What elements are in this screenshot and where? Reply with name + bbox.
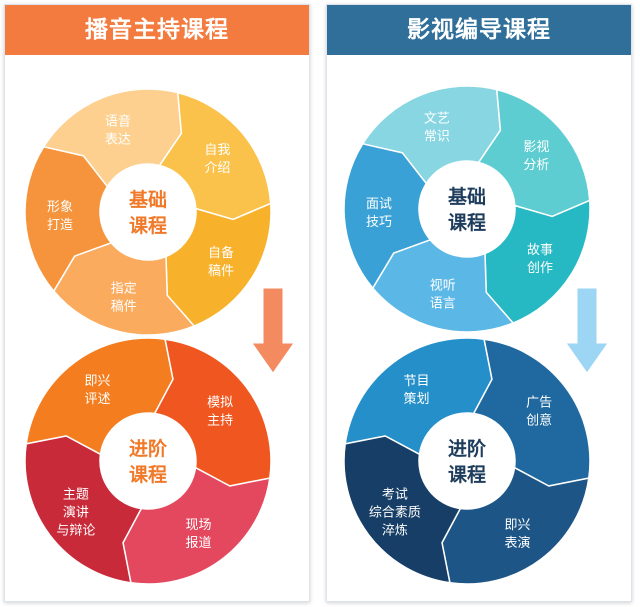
segment-label: 语音表达 <box>105 113 131 147</box>
cycle-center-label: 基础课程 <box>128 188 167 237</box>
cycle-segment <box>24 146 112 292</box>
segment-label: 故事创作 <box>527 243 553 276</box>
down-arrow-icon <box>251 287 295 374</box>
cycle-segment <box>25 337 174 456</box>
segment-label: 考试综合素质淬炼 <box>369 487 421 538</box>
cycle-center-label: 进阶课程 <box>129 437 168 486</box>
segment-label: 即兴表演 <box>504 518 530 551</box>
broadcasting-course-panel: 播音主持课程 语音表达自我介绍自备稿件指定稿件 形象打造 基础课程即兴评述模拟主持现… <box>4 4 310 602</box>
cycle-segment <box>122 466 271 585</box>
panel-title: 影视编导课程 <box>327 5 631 55</box>
segment-label: 节目策划 <box>404 374 430 407</box>
course-cycle: 即兴评述模拟主持现场报道 主题演讲与辩论进阶课程 <box>24 337 272 585</box>
segment-label: 即兴评述 <box>85 374 111 407</box>
segment-label: 现场报道 <box>185 518 211 551</box>
panel-title: 播音主持课程 <box>5 5 309 55</box>
segment-label: 自备稿件 <box>208 245 234 279</box>
segment-label: 视听语言 <box>430 279 456 312</box>
segment-label: 文艺常识 <box>424 111 450 144</box>
cycle-center <box>102 166 194 258</box>
cycle-center-label: 基础课程 <box>447 185 486 234</box>
down-arrow-icon <box>565 287 609 374</box>
segment-label: 主题演讲与辩论 <box>56 487 95 538</box>
segment-label: 形象打造 <box>47 200 73 233</box>
cycle-segment <box>343 435 462 584</box>
segment-label: 指定稿件 <box>111 282 137 315</box>
film-directing-course-panel: 影视编导课程 文艺常识影视分析故事创作视听语言 面试技巧 基础课程节目策划广告创意即… <box>326 4 632 602</box>
course-cycle: 节目策划广告创意即兴表演 考试综合素质淬炼进阶课程 <box>343 337 591 585</box>
segment-label: 面试技巧 <box>366 197 392 230</box>
cycle-segment <box>343 143 431 289</box>
cycle-segment <box>472 338 591 487</box>
segment-label: 模拟主持 <box>207 396 233 429</box>
cycle-center <box>421 415 513 507</box>
segment-label: 广告创意 <box>526 396 552 429</box>
cycle-segment <box>153 338 272 487</box>
cycle-center <box>421 163 513 255</box>
cycle-segment <box>441 466 590 585</box>
cycle-segment <box>344 337 493 456</box>
course-diagram: 语音表达自我介绍自备稿件指定稿件 形象打造 基础课程即兴评述模拟主持现场报道 主题演讲… <box>24 88 295 585</box>
course-diagram: 文艺常识影视分析故事创作视听语言 面试技巧 基础课程节目策划广告创意即兴表演 考试综合… <box>343 85 609 585</box>
segment-label: 自我介绍 <box>204 143 230 176</box>
cycle-center <box>102 415 194 507</box>
cycle-center-label: 进阶课程 <box>448 437 487 486</box>
segment-label: 影视分析 <box>523 140 549 173</box>
cycle-segment <box>24 435 143 584</box>
